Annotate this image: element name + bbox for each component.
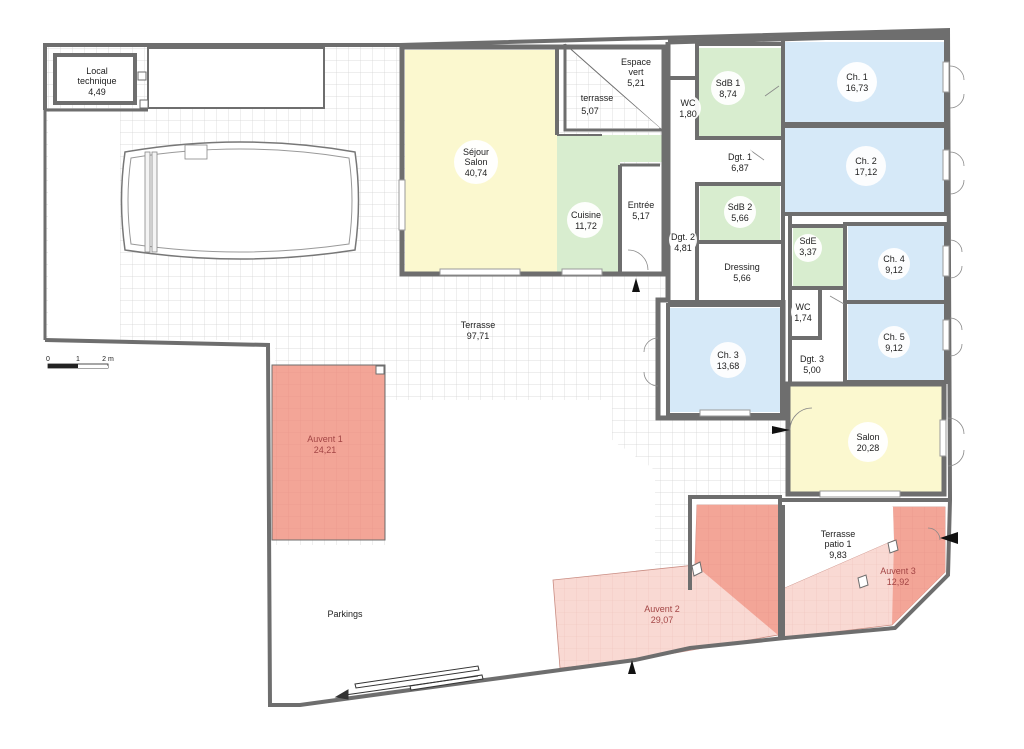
- area-sdb1: 8,74: [719, 89, 737, 99]
- label-ch4: Ch. 4: [883, 254, 905, 264]
- label-dgt1: Dgt. 1: [728, 152, 752, 162]
- label-auvent1: Auvent 1: [307, 434, 343, 444]
- label-dgt3: Dgt. 3: [800, 354, 824, 364]
- area-ch5: 9,12: [885, 343, 903, 353]
- label-patio-2: patio 1: [824, 539, 851, 549]
- label-salon: Salon: [856, 432, 879, 442]
- area-sdb2: 5,66: [731, 213, 749, 223]
- area-auvent1: 24,21: [314, 445, 337, 455]
- room-labels: Local technique 4,49 Espace vert 5,21 te…: [77, 57, 915, 625]
- label-local-technique-2: technique: [77, 76, 116, 86]
- area-local-technique: 4,49: [88, 87, 106, 97]
- entry-arrow-icon: [628, 278, 958, 674]
- area-terrasse-small: 5,07: [581, 106, 599, 116]
- area-ch1: 16,73: [846, 83, 869, 93]
- windows: [398, 61, 950, 498]
- door-swings: [627, 65, 965, 541]
- label-ch3: Ch. 3: [717, 350, 739, 360]
- label-entree: Entrée: [628, 200, 655, 210]
- area-wc2: 1,74: [794, 313, 812, 323]
- scale-tick-0: 0: [46, 356, 50, 363]
- area-dgt3: 5,00: [803, 365, 821, 375]
- label-sdb2: SdB 2: [728, 202, 753, 212]
- area-ch4: 9,12: [885, 265, 903, 275]
- label-bubbles: [77, 56, 910, 462]
- area-dgt1: 6,87: [731, 163, 749, 173]
- area-espace-vert: 5,21: [627, 78, 645, 88]
- label-wc2: WC: [796, 302, 811, 312]
- scale-tick-2: 2 m: [102, 356, 114, 363]
- area-terrasse: 97,71: [467, 331, 490, 341]
- label-patio-1: Terrasse: [821, 529, 856, 539]
- area-sde: 3,37: [799, 247, 817, 257]
- area-entree: 5,17: [632, 211, 650, 221]
- swimming-pool-icon: [120, 141, 360, 260]
- label-ch2: Ch. 2: [855, 156, 877, 166]
- label-terrasse: Terrasse: [461, 320, 496, 330]
- label-sdb1: SdB 1: [716, 78, 741, 88]
- lawn-area-left: [48, 47, 325, 340]
- label-wc1: WC: [681, 98, 696, 108]
- area-ch2: 17,12: [855, 167, 878, 177]
- label-cuisine: Cuisine: [571, 210, 601, 220]
- label-dressing: Dressing: [724, 262, 760, 272]
- label-ch1: Ch. 1: [846, 72, 868, 82]
- label-ch5: Ch. 5: [883, 332, 905, 342]
- label-parkings: Parkings: [327, 609, 363, 619]
- label-terrasse-small: terrasse: [581, 93, 614, 103]
- label-auvent2: Auvent 2: [644, 604, 680, 614]
- area-patio: 9,83: [829, 550, 847, 560]
- area-wc1: 1,80: [679, 109, 697, 119]
- scale-tick-1: 1: [76, 356, 80, 363]
- label-dgt2: Dgt. 2: [671, 232, 695, 242]
- label-espace-vert-2: vert: [628, 67, 644, 77]
- label-sejour-2: Salon: [464, 157, 487, 167]
- posts: [139, 99, 899, 589]
- awning-1: [271, 364, 386, 541]
- scale-bar: 0 1 2 m: [46, 356, 114, 369]
- label-espace-vert-1: Espace: [621, 57, 651, 67]
- parking-area: [270, 402, 655, 705]
- driveway-arrow-icon: [334, 665, 484, 700]
- patio-terrace: [784, 507, 894, 588]
- room-terrasse-small: [565, 46, 660, 128]
- area-salon: 20,28: [857, 443, 880, 453]
- area-sejour: 40,74: [465, 168, 488, 178]
- area-dressing: 5,66: [733, 273, 751, 283]
- label-local-technique-1: Local: [86, 66, 108, 76]
- label-auvent3: Auvent 3: [880, 566, 916, 576]
- area-auvent3: 12,92: [887, 577, 910, 587]
- area-cuisine: 11,72: [575, 221, 597, 231]
- label-sejour-1: Séjour: [463, 147, 489, 157]
- area-ch3: 13,68: [717, 361, 740, 371]
- area-dgt2: 4,81: [674, 243, 692, 253]
- label-sde: SdE: [799, 236, 816, 246]
- area-auvent2: 29,07: [651, 615, 674, 625]
